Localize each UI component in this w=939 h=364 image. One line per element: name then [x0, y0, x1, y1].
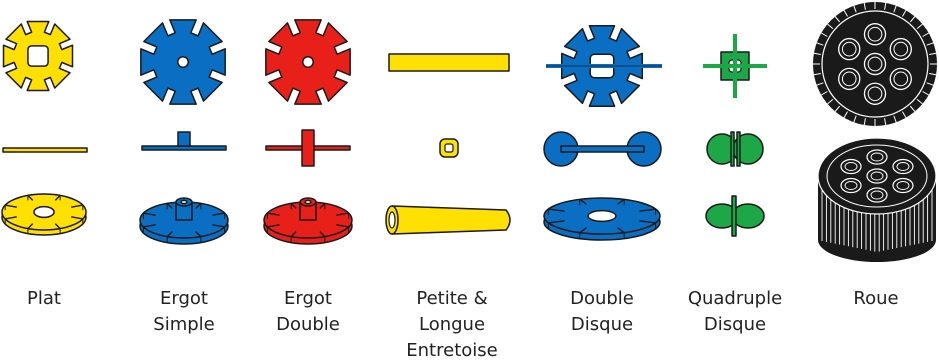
label-entretoise-line: Entretoise	[406, 338, 497, 364]
label-quadruple-disque-line: Quadruple	[688, 286, 782, 312]
long-spacer-hole	[389, 212, 395, 228]
roue-persp-hole	[867, 188, 887, 202]
plat-side-view	[3, 148, 87, 152]
label-plat: Plat	[27, 286, 61, 312]
label-double-disque-line: Double	[570, 286, 634, 312]
roue-top-hole	[839, 68, 860, 89]
roue-persp-hole	[867, 150, 887, 164]
double-disque-side-axle	[561, 146, 644, 152]
plat-top-view	[4, 22, 73, 91]
label-entretoise-line: Petite &	[406, 286, 497, 312]
roue-top-view	[813, 2, 937, 126]
ergot-double-perspective	[264, 198, 352, 244]
roue-column	[813, 2, 937, 262]
ergot-double-top-view	[266, 20, 350, 104]
quadruple-disque-column	[703, 34, 767, 236]
ergot-double-column	[264, 20, 352, 244]
ergot-simple-side-view	[142, 132, 226, 150]
roue-persp-hole	[841, 160, 861, 174]
quadruple-disque-pin-1	[731, 132, 734, 166]
quadruple-disque-persp-right	[732, 204, 764, 228]
ergot-simple-side-view-peg	[178, 132, 190, 146]
long-spacer-perspective	[392, 206, 510, 234]
plat-top-view-hole	[28, 46, 48, 66]
double-disque-perspective-hole	[588, 211, 616, 222]
roue-perspective	[818, 138, 936, 262]
roue-top-hole	[890, 68, 911, 89]
quadruple-disque-persp-pin	[732, 196, 736, 236]
plat-side-view-bar	[3, 148, 87, 152]
label-double-disque-line: Disque	[570, 312, 634, 338]
ergot-double-side-view	[266, 130, 350, 166]
roue-top-hole	[890, 39, 911, 60]
pieces-illustration	[0, 0, 939, 265]
roue-persp-hole	[867, 169, 887, 183]
label-ergot-double-line: Ergot	[276, 286, 340, 312]
label-entretoise-line: Longue	[406, 312, 497, 338]
double-disque-perspective	[544, 198, 660, 240]
small-spacer-hole	[445, 144, 453, 152]
quadruple-disque-pin-2	[737, 132, 740, 166]
roue-top-hole	[864, 53, 885, 74]
roue-persp-hole	[893, 160, 913, 174]
ergot-simple-perspective-peg-hole	[181, 200, 187, 203]
roue-persp-bottom	[818, 218, 936, 262]
roue-top-hole	[864, 24, 885, 45]
label-quadruple-disque-line: Disque	[688, 312, 782, 338]
label-roue: Roue	[853, 286, 898, 312]
label-ergot-double: ErgotDouble	[276, 286, 340, 338]
entretoise-column	[386, 54, 510, 234]
roue-persp-hole	[893, 179, 913, 193]
ergot-simple-perspective	[140, 198, 228, 244]
roue-persp-hole	[841, 179, 861, 193]
label-ergot-simple-line: Simple	[153, 312, 214, 338]
ergot-double-side-view-peg	[302, 130, 314, 166]
roue-top-hole	[839, 39, 860, 60]
label-plat-line: Plat	[27, 286, 61, 312]
label-roue-line: Roue	[853, 286, 898, 312]
ergot-simple-top-view-hole	[178, 57, 189, 68]
ergot-double-perspective-peg-hole	[305, 200, 311, 203]
ergot-simple-top-view	[141, 20, 225, 104]
double-disque-column	[544, 26, 662, 240]
ergot-simple-column	[140, 20, 228, 244]
long-spacer-side	[389, 54, 509, 71]
plat-column	[2, 22, 87, 235]
plat-perspective-hole	[34, 207, 54, 218]
plat-perspective	[2, 194, 86, 235]
ergot-double-top-view-hole	[303, 57, 314, 68]
roue-top-hole	[864, 83, 885, 104]
label-ergot-simple-line: Ergot	[153, 286, 214, 312]
label-ergot-double-line: Double	[276, 312, 340, 338]
